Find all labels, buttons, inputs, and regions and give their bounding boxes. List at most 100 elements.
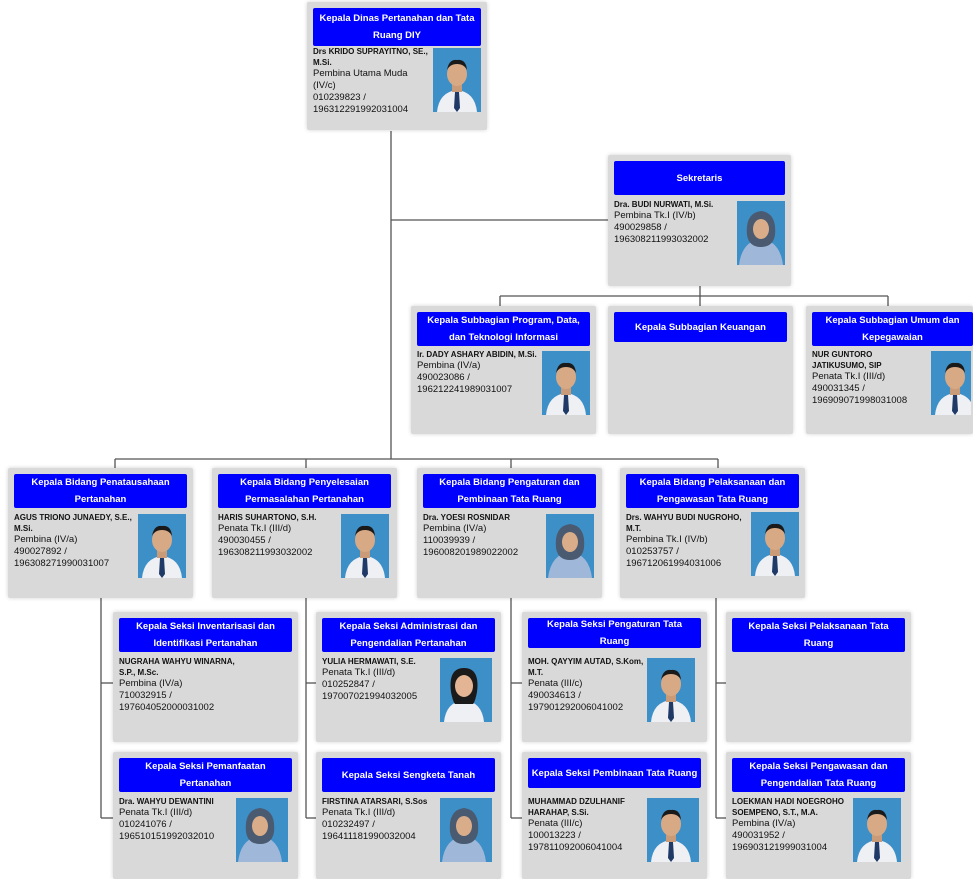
card-title: Kepala Seksi Pengawasan dan Pengendalian… [732, 758, 905, 792]
card-title: Kepala Subbagian Keuangan [614, 312, 787, 342]
org-card-subbagian-program: Kepala Subbagian Program, Data, dan Tekn… [411, 306, 596, 434]
person-rank: Pembina (IV/a) [417, 360, 481, 371]
card-title: Kepala Seksi Administrasi dan Pengendali… [322, 618, 495, 652]
card-person-info: Dra. YOESI ROSNIDAR Pembina (IV/a) 11003… [423, 512, 543, 559]
card-title: Kepala Seksi Pemanfaatan Pertanahan [119, 758, 292, 792]
person-rank: Penata (III/c) [528, 818, 583, 829]
card-person-info: YULIA HERMAWATI, S.E. Penata Tk.I (III/d… [322, 656, 440, 703]
card-title: Kepala Bidang Pelaksanaan dan Pengawasan… [626, 474, 799, 508]
org-card-seksi-administrasi: Kepala Seksi Administrasi dan Pengendali… [316, 612, 501, 742]
person-name: NUR GUNTORO JATIKUSUMO, SIP [812, 350, 882, 370]
person-photo [751, 512, 799, 576]
person-name: Dra. BUDI NURWATI, M.Si. [614, 200, 714, 209]
person-photo [433, 48, 481, 112]
person-photo [440, 658, 492, 722]
person-rank: Penata Tk.I (III/d) [322, 667, 396, 678]
card-person-info: Dra. BUDI NURWATI, M.Si. Pembina Tk.I (I… [614, 199, 732, 246]
org-card-seksi-pengaturan-tata-ruang: Kepala Seksi Pengaturan Tata Ruang MOH. … [522, 612, 707, 742]
person-rank: Pembina Tk.I (IV/b) [626, 534, 708, 545]
card-person-info: FIRSTINA ATARSARI, S.Sos Penata Tk.I (II… [322, 796, 440, 843]
org-card-bidang-penatausahaan: Kepala Bidang Penatausahaan Pertanahan A… [8, 468, 193, 598]
card-title: Kepala Subbagian Umum dan Kepegawaian [812, 312, 973, 346]
card-person-info: AGUS TRIONO JUNAEDY, S.E., M.Si. Pembina… [14, 512, 134, 570]
card-person-info: MUHAMMAD DZULHANIF HARAHAP, S.Si. Penata… [528, 796, 650, 854]
person-photo [931, 351, 971, 415]
person-photo [647, 658, 695, 722]
person-photo [236, 798, 288, 862]
card-title: Kepala Seksi Pengaturan Tata Ruang [528, 618, 701, 648]
person-name: Dra. YOESI ROSNIDAR [423, 513, 510, 522]
person-name: HARIS SUHARTONO, S.H. [218, 513, 317, 522]
person-name: AGUS TRIONO JUNAEDY, S.E., M.Si. [14, 513, 132, 533]
person-ids: 490031952 / 196903121999031004 [732, 830, 828, 853]
person-ids: 490023086 / 196212241989031007 [417, 372, 513, 395]
org-card-seksi-pengawasan-tata-ruang: Kepala Seksi Pengawasan dan Pengendalian… [726, 752, 911, 879]
person-ids: 100013223 / 197811092006041004 [528, 830, 623, 853]
card-title: Kepala Bidang Penatausahaan Pertanahan [14, 474, 187, 508]
person-name: Drs. WAHYU BUDI NUGROHO, M.T. [626, 513, 742, 533]
person-ids: 010241076 / 196510151992032010 [119, 819, 215, 842]
person-photo [542, 351, 590, 415]
person-name: MUHAMMAD DZULHANIF HARAHAP, S.Si. [528, 797, 625, 817]
card-person-info: Dra. WAHYU DEWANTINI Penata Tk.I (III/d)… [119, 796, 239, 843]
person-rank: Pembina (IV/a) [119, 678, 183, 689]
org-card-kepala-dinas: Kepala Dinas Pertanahan dan Tata Ruang D… [307, 2, 487, 130]
person-ids: 010239823 / 196312291992031004 [313, 92, 409, 115]
org-card-seksi-pemanfaatan: Kepala Seksi Pemanfaatan Pertanahan Dra.… [113, 752, 298, 879]
person-photo [341, 514, 389, 578]
person-ids: 490027892 / 196308271990031007 [14, 546, 110, 569]
org-card-subbagian-umum: Kepala Subbagian Umum dan Kepegawaian NU… [806, 306, 973, 434]
person-photo [647, 798, 699, 862]
person-name: Drs KRIDO SUPRAYITNO, SE., M.Si. [313, 47, 428, 67]
person-rank: Pembina (IV/a) [732, 818, 796, 829]
person-name: MOH. QAYYIM AUTAD, S.Kom, M.T. [528, 657, 644, 677]
person-photo [737, 201, 785, 265]
person-ids: 010232497 / 196411181990032004 [322, 819, 416, 842]
card-title: Kepala Dinas Pertanahan dan Tata Ruang D… [313, 8, 481, 46]
person-photo [138, 514, 186, 578]
person-name: Ir. DADY ASHARY ABIDIN, M.Si. [417, 350, 537, 359]
card-person-info: Ir. DADY ASHARY ABIDIN, M.Si. Pembina (I… [417, 349, 542, 396]
person-rank: Pembina (IV/a) [423, 523, 487, 534]
card-title: Kepala Seksi Pembinaan Tata Ruang [528, 758, 701, 788]
person-name: NUGRAHA WAHYU WINARNA, S.P., M.Sc. [119, 657, 235, 677]
person-name: FIRSTINA ATARSARI, S.Sos [322, 797, 428, 806]
card-title: Kepala Bidang Penyelesaian Permasalahan … [218, 474, 391, 508]
card-person-info: HARIS SUHARTONO, S.H. Penata Tk.I (III/d… [218, 512, 338, 559]
org-card-sekretaris: Sekretaris Dra. BUDI NURWATI, M.Si. Pemb… [608, 155, 791, 286]
person-rank: Penata Tk.I (III/d) [322, 807, 396, 818]
org-card-bidang-penyelesaian: Kepala Bidang Penyelesaian Permasalahan … [212, 468, 397, 598]
person-photo [440, 798, 492, 862]
card-person-info: Drs. WAHYU BUDI NUGROHO, M.T. Pembina Tk… [626, 512, 746, 570]
card-person-info: NUR GUNTORO JATIKUSUMO, SIP Penata Tk.I … [812, 349, 922, 407]
card-person-info: Drs KRIDO SUPRAYITNO, SE., M.Si. Pembina… [313, 46, 431, 116]
person-ids: 490031345 / 196909071998031008 [812, 383, 908, 406]
person-rank: Penata (III/c) [528, 678, 583, 689]
person-rank: Penata Tk.I (III/d) [812, 371, 886, 382]
card-title: Kepala Seksi Sengketa Tanah [322, 758, 495, 792]
org-card-seksi-sengketa: Kepala Seksi Sengketa Tanah FIRSTINA ATA… [316, 752, 501, 879]
person-rank: Pembina Tk.I (IV/b) [614, 210, 696, 221]
person-rank: Pembina Utama Muda (IV/c) [313, 68, 408, 91]
card-person-info: MOH. QAYYIM AUTAD, S.Kom, M.T. Penata (I… [528, 656, 650, 714]
card-title: Kepala Subbagian Program, Data, dan Tekn… [417, 312, 590, 346]
card-title: Kepala Bidang Pengaturan dan Pembinaan T… [423, 474, 596, 508]
person-ids: 490029858 / 196308211993032002 [614, 222, 709, 245]
person-rank: Penata Tk.I (III/d) [218, 523, 292, 534]
org-card-seksi-pelaksanaan-tata-ruang: Kepala Seksi Pelaksanaan Tata Ruang [726, 612, 911, 742]
card-title: Kepala Seksi Pelaksanaan Tata Ruang [732, 618, 905, 652]
person-ids: 010252847 / 197007021994032005 [322, 679, 418, 702]
card-person-info: LOEKMAN HADI NOEGROHO SOEMPENO, S.T., M.… [732, 796, 854, 854]
org-card-bidang-pelaksanaan: Kepala Bidang Pelaksanaan dan Pengawasan… [620, 468, 805, 598]
card-person-info: NUGRAHA WAHYU WINARNA, S.P., M.Sc. Pembi… [119, 656, 249, 714]
person-photo [546, 514, 594, 578]
person-name: LOEKMAN HADI NOEGROHO SOEMPENO, S.T., M.… [732, 797, 844, 817]
person-name: Dra. WAHYU DEWANTINI [119, 797, 214, 806]
card-title: Kepala Seksi Inventarisasi dan Identifik… [119, 618, 292, 652]
org-card-seksi-pembinaan-tata-ruang: Kepala Seksi Pembinaan Tata Ruang MUHAMM… [522, 752, 707, 879]
card-title: Sekretaris [614, 161, 785, 195]
org-card-bidang-pengaturan: Kepala Bidang Pengaturan dan Pembinaan T… [417, 468, 602, 598]
person-rank: Penata Tk.I (III/d) [119, 807, 193, 818]
person-ids: 490034613 / 197901292006041002 [528, 690, 624, 713]
